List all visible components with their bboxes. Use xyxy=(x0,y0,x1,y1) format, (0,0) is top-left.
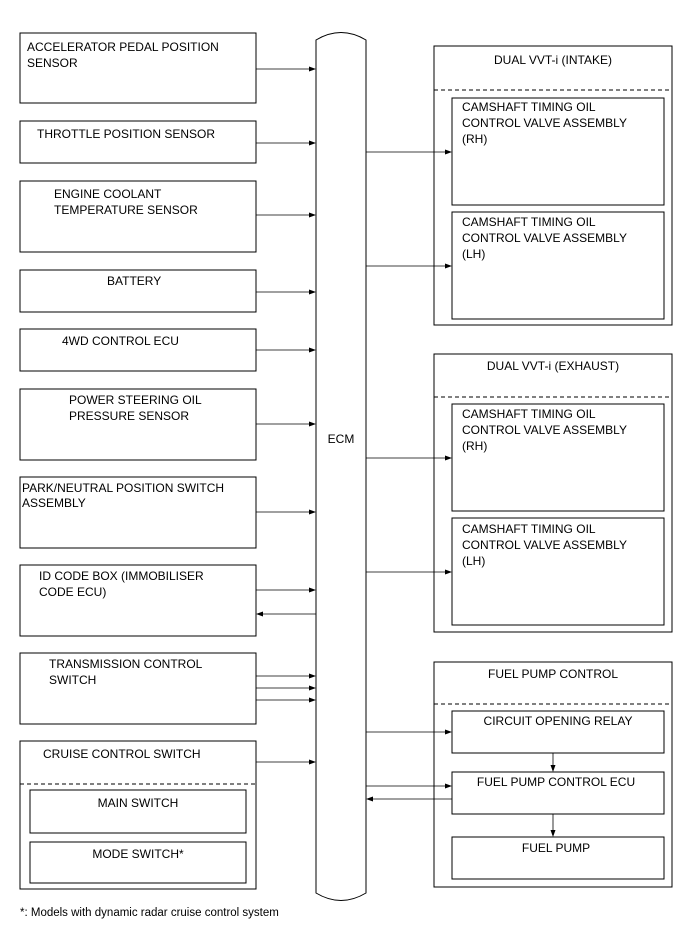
arrowhead-icon xyxy=(309,685,316,691)
exhaust-ocv-lh-box xyxy=(451,517,665,626)
input-label: TRANSMISSION CONTROL xyxy=(49,657,203,671)
box-label: CIRCUIT OPENING RELAY xyxy=(484,714,633,728)
input-throttle-position-sensor: THROTTLE POSITION SENSOR xyxy=(19,120,257,164)
fuel-pump-box xyxy=(451,836,665,880)
arrowhead-icon xyxy=(366,796,373,802)
group-title: DUAL VVT-i (INTAKE) xyxy=(494,53,612,67)
arrowhead-icon xyxy=(445,263,452,269)
arrowhead-icon xyxy=(309,697,316,703)
connection-arrows xyxy=(256,66,556,837)
arrowhead-icon xyxy=(309,509,316,515)
ecm-label: ECM xyxy=(328,432,355,446)
main-switch-box xyxy=(29,789,247,834)
box-label: (RH) xyxy=(462,439,487,453)
arrowhead-icon xyxy=(550,765,556,772)
arrowhead-icon xyxy=(445,455,452,461)
dual-vvti-intake-group: DUAL VVT-i (INTAKE) CAMSHAFT TIMING OIL … xyxy=(433,45,673,326)
footnote: *: Models with dynamic radar cruise cont… xyxy=(20,907,279,919)
box-label: CAMSHAFT TIMING OIL xyxy=(462,100,596,114)
input-park-neutral-switch: PARK/NEUTRAL POSITION SWITCH ASSEMBLY xyxy=(19,476,257,549)
mode-switch-box xyxy=(29,841,247,884)
input-label: ACCELERATOR PEDAL POSITION xyxy=(27,40,219,54)
input-label: POWER STEERING OIL xyxy=(69,393,202,407)
input-transmission-control-switch: TRANSMISSION CONTROL SWITCH xyxy=(19,652,257,725)
input-label: TEMPERATURE SENSOR xyxy=(54,203,198,217)
input-4wd-control-ecu: 4WD CONTROL ECU xyxy=(19,328,257,372)
input-label: 4WD CONTROL ECU xyxy=(62,334,179,348)
box-label: (LH) xyxy=(462,554,485,568)
input-engine-coolant-temp-sensor: ENGINE COOLANT TEMPERATURE SENSOR xyxy=(19,180,257,253)
input-label: SWITCH xyxy=(49,673,96,687)
box-label: FUEL PUMP CONTROL ECU xyxy=(477,775,635,789)
mode-switch-label: MODE SWITCH* xyxy=(92,847,184,861)
input-label: BATTERY xyxy=(107,274,161,288)
arrowhead-icon xyxy=(309,759,316,765)
input-label: CODE ECU) xyxy=(39,585,106,599)
cruise-control-title: CRUISE CONTROL SWITCH xyxy=(43,747,201,761)
input-label: ASSEMBLY xyxy=(22,496,86,510)
arrowhead-icon xyxy=(309,421,316,427)
arrowhead-icon xyxy=(309,289,316,295)
box-label: CONTROL VALVE ASSEMBLY xyxy=(462,538,627,552)
dual-vvti-exhaust-group: DUAL VVT-i (EXHAUST) CAMSHAFT TIMING OIL… xyxy=(433,353,673,633)
group-title: FUEL PUMP CONTROL xyxy=(488,667,618,681)
group-title: DUAL VVT-i (EXHAUST) xyxy=(487,359,619,373)
arrowhead-icon xyxy=(445,149,452,155)
box-label: (LH) xyxy=(462,247,485,261)
arrowhead-icon xyxy=(445,783,452,789)
box-label: CAMSHAFT TIMING OIL xyxy=(462,522,596,536)
arrowhead-icon xyxy=(445,729,452,735)
input-label: ENGINE COOLANT xyxy=(54,187,162,201)
arrowhead-icon xyxy=(309,673,316,679)
input-label: PRESSURE SENSOR xyxy=(69,409,189,423)
fuel-pump-control-ecu-box xyxy=(451,771,665,815)
box-label: CAMSHAFT TIMING OIL xyxy=(462,407,596,421)
box-label: FUEL PUMP xyxy=(522,841,590,855)
box-label: CONTROL VALVE ASSEMBLY xyxy=(462,231,627,245)
input-label: ID CODE BOX (IMMOBILISER xyxy=(39,569,204,583)
box-label: CAMSHAFT TIMING OIL xyxy=(462,215,596,229)
box-label: CONTROL VALVE ASSEMBLY xyxy=(462,116,627,130)
intake-ocv-rh-box xyxy=(451,97,665,206)
input-accelerator-pedal-sensor: ACCELERATOR PEDAL POSITION SENSOR xyxy=(19,32,257,104)
input-label: SENSOR xyxy=(27,56,78,70)
input-id-code-box: ID CODE BOX (IMMOBILISER CODE ECU) xyxy=(19,564,257,637)
arrowhead-icon xyxy=(550,830,556,837)
input-battery: BATTERY xyxy=(19,269,257,313)
box-label: CONTROL VALVE ASSEMBLY xyxy=(462,423,627,437)
exhaust-ocv-rh-box xyxy=(451,403,665,512)
arrowhead-icon xyxy=(309,66,316,72)
arrowhead-icon xyxy=(445,569,452,575)
fuel-pump-control-group: FUEL PUMP CONTROL CIRCUIT OPENING RELAY … xyxy=(433,661,673,888)
ecm-block xyxy=(315,32,367,901)
box-label: (RH) xyxy=(462,132,487,146)
input-label: THROTTLE POSITION SENSOR xyxy=(37,127,215,141)
arrowhead-icon xyxy=(256,611,263,617)
cruise-control-switch-group: CRUISE CONTROL SWITCH MAIN SWITCH MODE S… xyxy=(19,740,257,890)
main-switch-label: MAIN SWITCH xyxy=(98,796,179,810)
arrowhead-icon xyxy=(309,587,316,593)
intake-ocv-lh-box xyxy=(451,211,665,320)
arrowhead-icon xyxy=(309,140,316,146)
arrowhead-icon xyxy=(309,212,316,218)
arrowhead-icon xyxy=(309,347,316,353)
input-power-steering-sensor: POWER STEERING OIL PRESSURE SENSOR xyxy=(19,388,257,461)
input-label: PARK/NEUTRAL POSITION SWITCH xyxy=(22,481,224,495)
